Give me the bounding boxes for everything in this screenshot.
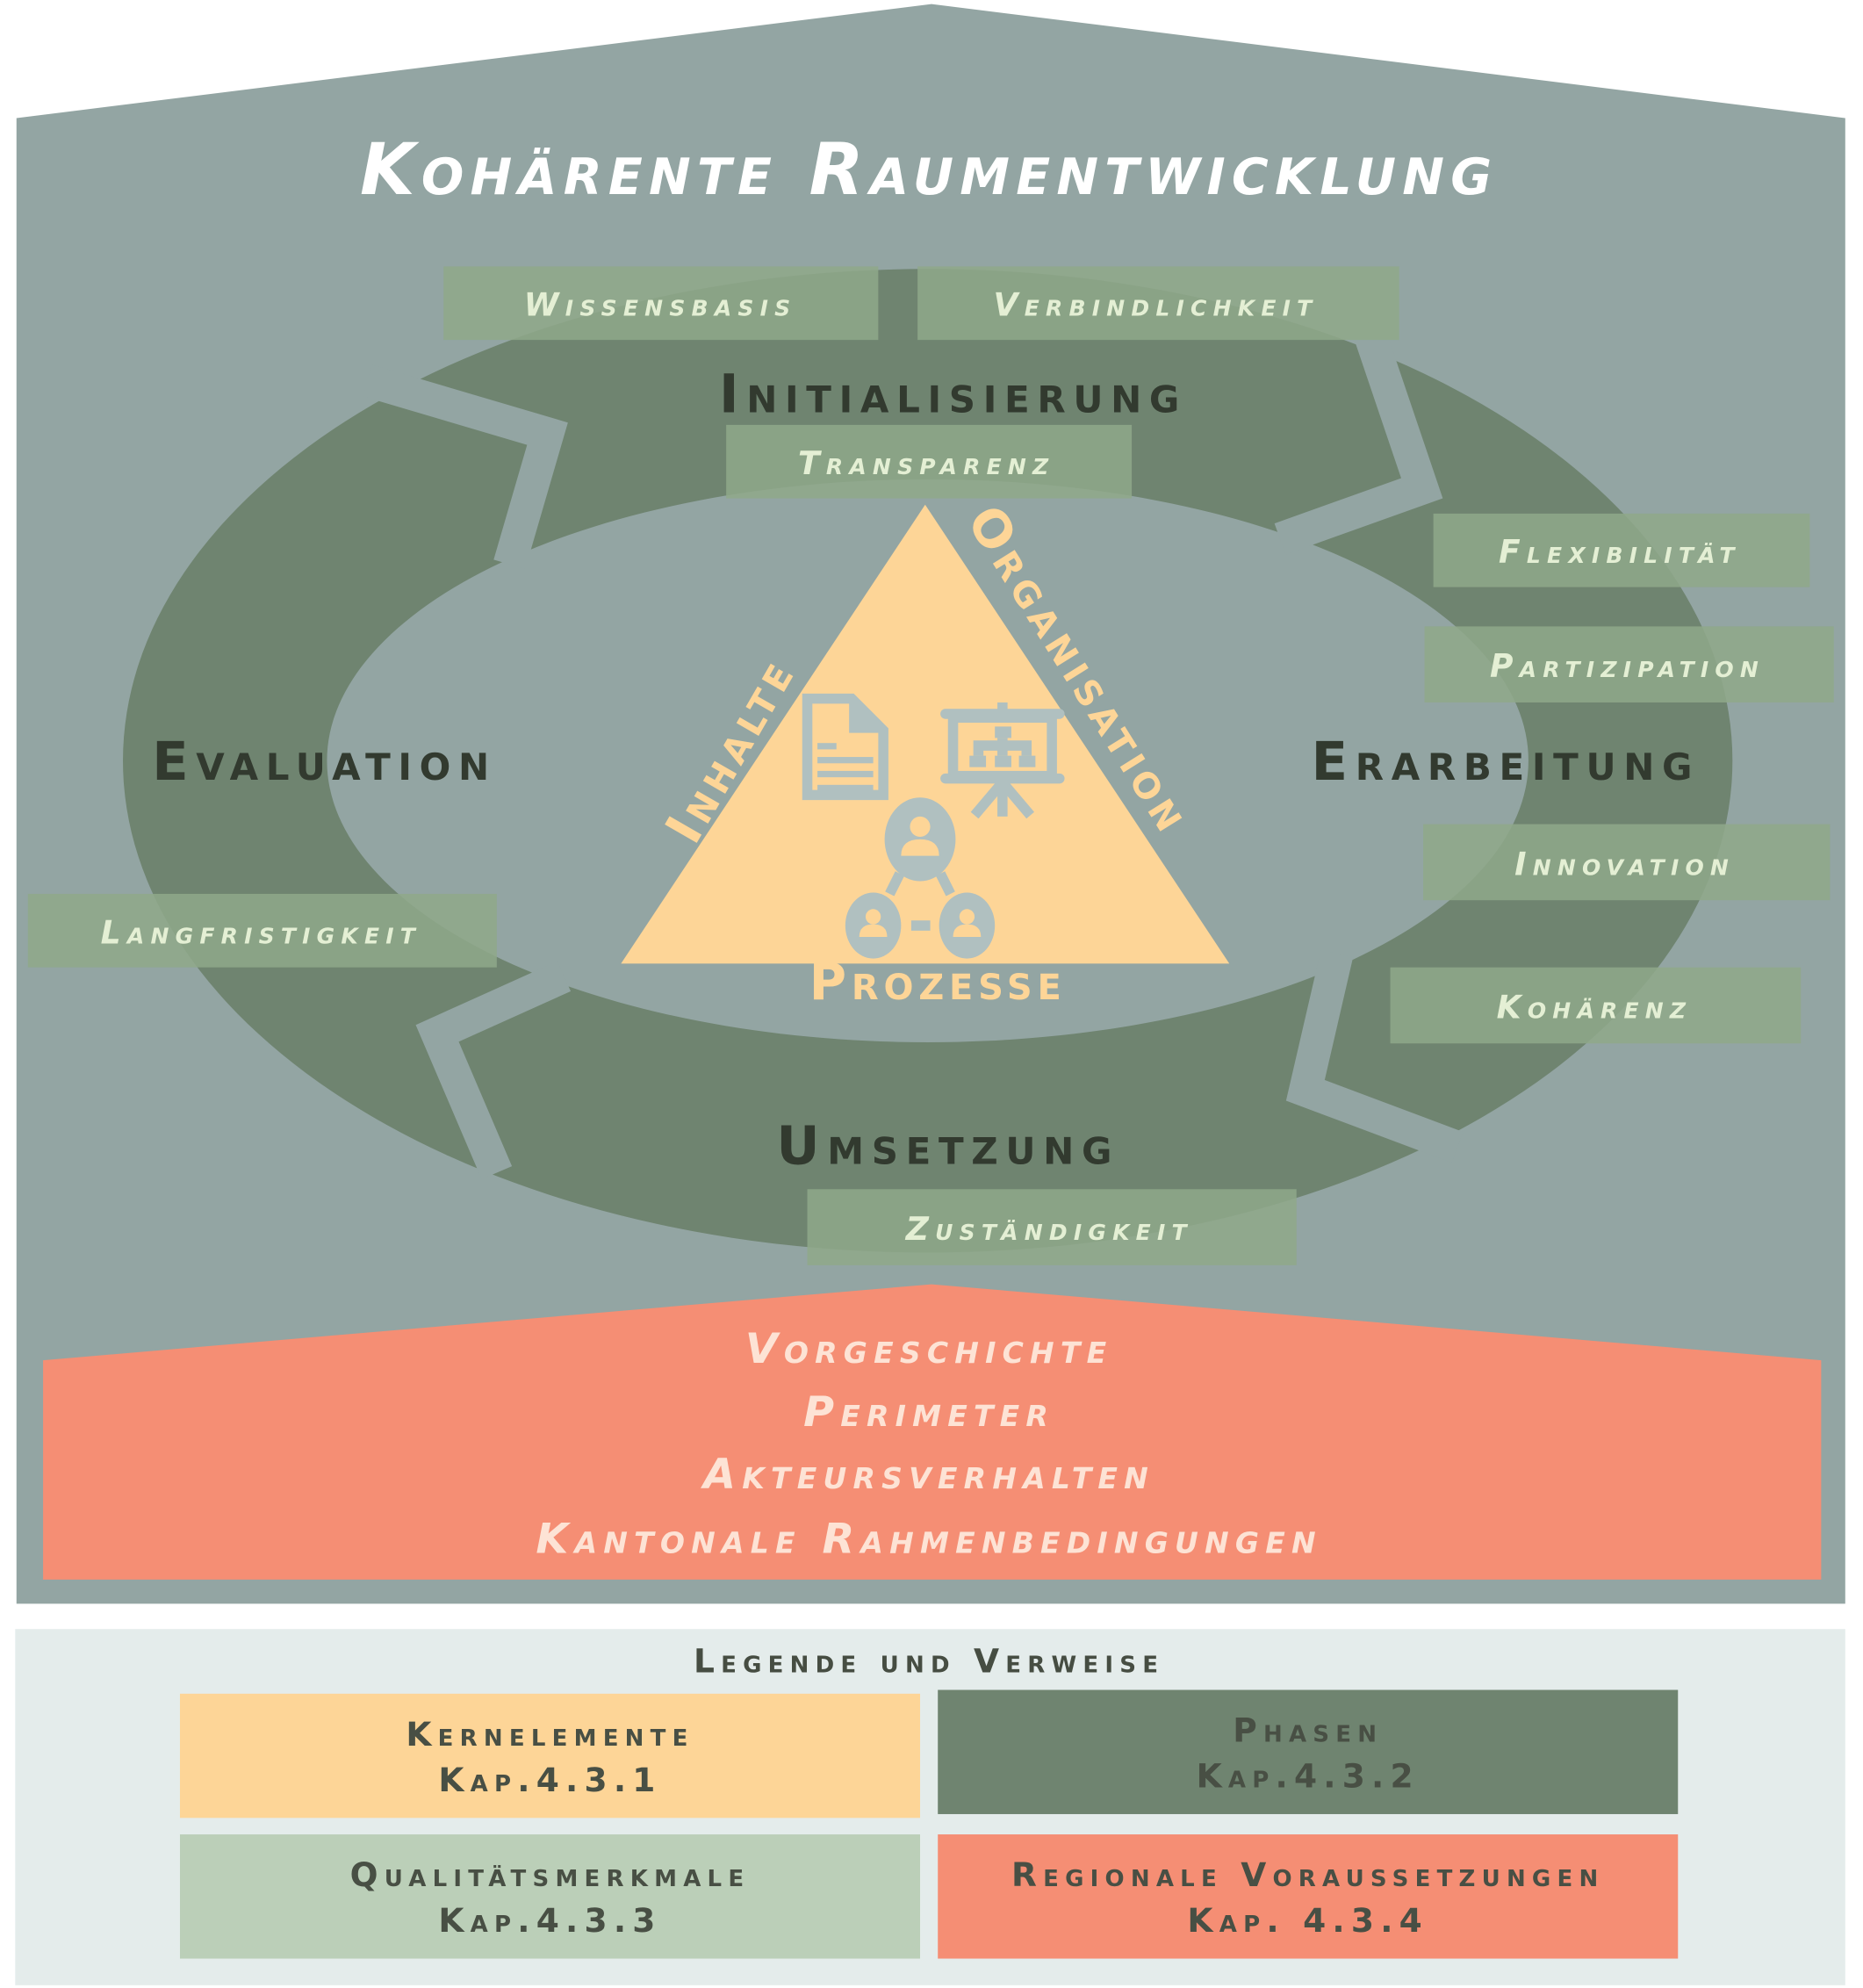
svg-text:Innovation: Innovation	[1514, 846, 1735, 882]
quality-flexibilitaet: Flexibilität	[1433, 513, 1810, 587]
svg-text:Regionale Voraussetzungen: Regionale Voraussetzungen	[1011, 1855, 1604, 1894]
svg-text:Partizipation: Partizipation	[1490, 648, 1765, 685]
svg-text:Kap.4.3.1: Kap.4.3.1	[438, 1761, 661, 1799]
legend-item-phasen: Phasen Kap.4.3.2	[938, 1689, 1679, 1814]
legend-item-qualitaetsmerkmale: Qualitätsmerkmale Kap.4.3.3	[179, 1834, 921, 1959]
phase-umsetzung: Umsetzung	[776, 1115, 1119, 1177]
svg-text:Wissensbasis: Wissensbasis	[524, 287, 797, 324]
quality-transparenz: Transparenz	[726, 424, 1133, 499]
legend-item-kernelemente: Kernelemente Kap.4.3.1	[179, 1693, 921, 1819]
phase-erarbeitung: Erarbeitung	[1312, 731, 1701, 793]
regional-item: Akteursverhalten	[700, 1451, 1154, 1499]
svg-text:Langfristigkeit: Langfristigkeit	[101, 914, 421, 951]
quality-langfristigkeit: Langfristigkeit	[27, 893, 497, 968]
legend-item-regionale-voraussetzungen: Regionale Voraussetzungen Kap. 4.3.4	[938, 1834, 1679, 1959]
core-prozesse: Prozesse	[809, 952, 1067, 1012]
svg-text:Kap.4.3.3: Kap.4.3.3	[438, 1901, 661, 1940]
org-chart-presentation-icon	[940, 702, 1065, 819]
core-elements-triangle	[621, 504, 1230, 964]
svg-text:Kohärenz: Kohärenz	[1497, 989, 1693, 1026]
svg-text:Zuständigkeit: Zuständigkeit	[905, 1211, 1193, 1248]
svg-text:Kernelemente: Kernelemente	[406, 1715, 694, 1754]
regional-item: Perimeter	[803, 1388, 1054, 1437]
people-network-icon	[845, 797, 996, 959]
quality-zustaendigkeit: Zuständigkeit	[807, 1189, 1297, 1265]
document-icon	[802, 693, 888, 801]
svg-text:Qualitätsmerkmale: Qualitätsmerkmale	[350, 1855, 751, 1894]
svg-text:Kap. 4.3.4: Kap. 4.3.4	[1187, 1901, 1428, 1940]
cycle-arrow-gaps	[363, 318, 1464, 1179]
main-title: Kohärente Raumentwicklung	[360, 129, 1498, 212]
legend-title: Legende und Verweise	[694, 1641, 1164, 1680]
quality-innovation: Innovation	[1423, 824, 1831, 901]
quality-verbindlichkeit: Verbindlichkeit	[917, 266, 1399, 341]
svg-text:Flexibilität: Flexibilität	[1499, 534, 1741, 571]
svg-text:Phasen: Phasen	[1233, 1711, 1383, 1750]
quality-kohaerenz: Kohärenz	[1390, 967, 1802, 1044]
svg-text:Kap.4.3.2: Kap.4.3.2	[1197, 1757, 1420, 1796]
phase-evaluation: Evaluation	[152, 731, 497, 793]
phase-initialisierung: Initialisierung	[719, 364, 1187, 425]
svg-text:Transparenz: Transparenz	[798, 445, 1054, 482]
regional-item: Vorgeschichte	[745, 1325, 1113, 1373]
regional-item: Kantonale Rahmenbedingungen	[536, 1516, 1321, 1564]
regional-prerequisites-block	[43, 1284, 1822, 1580]
quality-wissensbasis: Wissensbasis	[443, 266, 879, 341]
svg-text:Verbindlichkeit: Verbindlichkeit	[994, 287, 1319, 324]
quality-partizipation: Partizipation	[1424, 626, 1834, 702]
